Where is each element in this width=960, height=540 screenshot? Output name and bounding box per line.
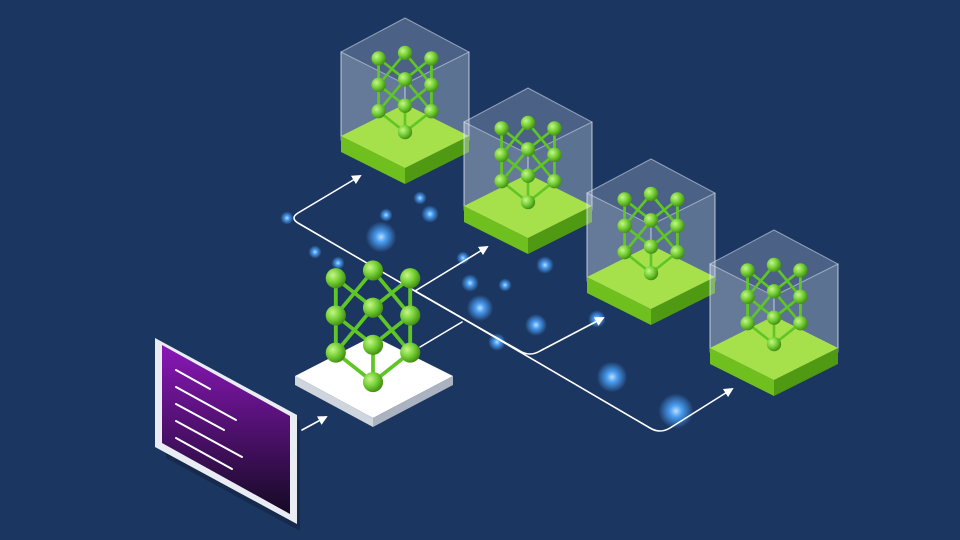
network-node bbox=[520, 194, 536, 210]
network-node bbox=[643, 265, 659, 281]
sparkle-dot bbox=[421, 205, 439, 223]
connector-lines bbox=[293, 175, 734, 432]
network-node bbox=[643, 239, 659, 254]
network-node bbox=[766, 257, 782, 273]
network-node bbox=[494, 121, 509, 136]
sparkle-dot bbox=[379, 208, 393, 222]
network-node bbox=[793, 289, 808, 304]
sparkle-dot bbox=[536, 256, 554, 274]
sparkle-dot bbox=[413, 191, 427, 205]
deployed-model-3 bbox=[586, 158, 716, 325]
terminal-window-icon bbox=[175, 369, 243, 470]
network-node bbox=[397, 98, 413, 113]
network-node bbox=[397, 45, 413, 61]
network-node bbox=[766, 310, 782, 325]
network-node bbox=[740, 289, 755, 304]
network-node bbox=[547, 121, 562, 136]
network-node bbox=[793, 316, 808, 331]
terminal-window bbox=[155, 338, 300, 531]
connector-to-source-model bbox=[301, 416, 328, 431]
neural-network-icon bbox=[740, 257, 808, 352]
sparkle-dot bbox=[280, 211, 294, 225]
network-node bbox=[424, 51, 439, 66]
network-node bbox=[371, 77, 386, 92]
sparkle-dot bbox=[308, 245, 322, 259]
network-node bbox=[400, 268, 421, 289]
network-node bbox=[494, 174, 509, 189]
network-node bbox=[362, 260, 384, 281]
connector-to-model-3 bbox=[461, 317, 605, 355]
connector-source-to-hub bbox=[419, 321, 463, 348]
sparkle-dot bbox=[596, 361, 628, 393]
deployed-model-2 bbox=[463, 87, 593, 254]
network-node bbox=[617, 192, 632, 207]
sparkle-dot bbox=[498, 278, 512, 292]
network-node bbox=[424, 104, 439, 119]
sparkle-dot bbox=[456, 251, 470, 265]
network-node bbox=[547, 174, 562, 189]
network-node bbox=[371, 51, 386, 66]
sparkle-dot bbox=[525, 314, 547, 336]
network-node bbox=[325, 268, 346, 289]
network-node bbox=[793, 263, 808, 278]
network-node bbox=[397, 72, 413, 87]
sparkle-dot bbox=[365, 221, 397, 253]
network-node bbox=[520, 142, 536, 157]
network-node bbox=[766, 284, 782, 299]
network-node bbox=[520, 115, 536, 131]
neural-network-icon bbox=[371, 45, 439, 140]
network-node bbox=[325, 305, 346, 326]
network-node bbox=[397, 124, 413, 140]
connector-to-model-4 bbox=[461, 317, 734, 432]
network-node bbox=[670, 245, 685, 260]
sparkle-dot bbox=[466, 294, 494, 322]
network-node bbox=[670, 218, 685, 233]
network-node bbox=[371, 104, 386, 119]
connector-to-model-1 bbox=[293, 175, 463, 319]
neural-network-icon bbox=[617, 186, 685, 281]
deployed-model-1 bbox=[340, 17, 470, 184]
network-node bbox=[740, 316, 755, 331]
network-node bbox=[400, 305, 421, 326]
network-node bbox=[617, 245, 632, 260]
sparkle-dot bbox=[461, 274, 479, 292]
network-node bbox=[740, 263, 755, 278]
network-node bbox=[400, 342, 421, 363]
network-node bbox=[362, 334, 384, 355]
network-node bbox=[766, 336, 782, 352]
deployed-model-4 bbox=[709, 229, 839, 396]
network-node bbox=[494, 147, 509, 162]
network-node bbox=[325, 342, 346, 363]
network-node bbox=[547, 147, 562, 162]
connector-to-model-2 bbox=[414, 245, 489, 319]
sparkle-dot bbox=[331, 256, 345, 270]
source-model bbox=[295, 260, 453, 427]
network-node bbox=[670, 192, 685, 207]
network-node bbox=[643, 213, 659, 228]
network-node bbox=[362, 371, 384, 393]
neural-network-icon bbox=[494, 115, 562, 210]
sparkle-dot bbox=[658, 393, 694, 429]
sparkle-dot bbox=[488, 333, 506, 351]
network-node bbox=[520, 168, 536, 183]
network-node bbox=[362, 297, 384, 318]
neural-network-icon bbox=[325, 260, 421, 393]
network-node bbox=[617, 218, 632, 233]
network-node bbox=[424, 77, 439, 92]
network-node bbox=[643, 186, 659, 202]
